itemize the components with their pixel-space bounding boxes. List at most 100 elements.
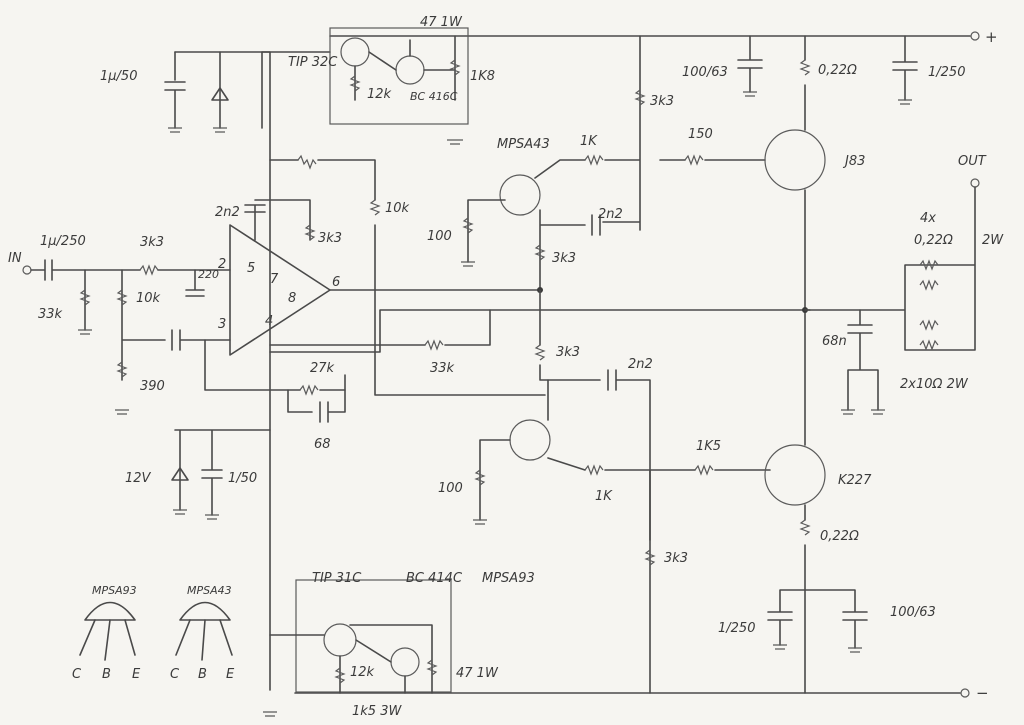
- r10k-input-label: 10k: [136, 291, 161, 306]
- positive-rail: [174, 35, 971, 53]
- negative-label: −: [976, 684, 989, 702]
- r022-bot-label: 0,22Ω: [820, 529, 859, 544]
- pin5-label: 5: [247, 261, 255, 276]
- output-terminal: [970, 178, 980, 188]
- k227-mosfet: [764, 444, 826, 506]
- cap-1-250-bot-label: 1/250: [718, 621, 755, 636]
- r390-label: 390: [140, 379, 165, 394]
- cap-220-label: 220: [198, 268, 219, 281]
- r150-label: 150: [688, 127, 713, 142]
- cap-1u50-label: 1μ/50: [100, 69, 137, 84]
- pinout-a93-c: C: [72, 667, 82, 682]
- bc414c-label: BC 414C: [406, 571, 463, 586]
- pinout-a43-c: C: [170, 667, 180, 682]
- resistor-27k: [299, 384, 319, 396]
- pinout-mpsa43-label: MPSA43: [187, 584, 232, 597]
- zener-12v-label: 12V: [125, 471, 152, 486]
- r27k-label: 27k: [310, 361, 335, 376]
- resistor-3k3-c: [534, 344, 546, 361]
- pinout-mpsa93: [84, 601, 136, 621]
- resistor-3k3-op: [304, 224, 316, 241]
- bottom-regulator-box: [295, 579, 452, 693]
- r3k3-op-label: 3k3: [318, 231, 342, 246]
- pin4-label: 4: [265, 314, 273, 329]
- trimmer-top: [297, 154, 317, 170]
- positive-label: +: [985, 28, 998, 46]
- j83-label: J83: [842, 154, 865, 169]
- r33k-fb-label: 33k: [430, 361, 455, 376]
- resistor-1k8: [449, 59, 461, 76]
- mpsa43-transistor: [499, 174, 541, 216]
- top-regulator-box: [329, 27, 469, 125]
- positive-terminal: [970, 31, 980, 41]
- resistor-022-parallel-1: [919, 259, 939, 271]
- resistor-10k-fb: [369, 199, 381, 216]
- r12k-top-label: 12k: [367, 87, 392, 102]
- r1k5-bot-label: 1k5 3W: [352, 704, 402, 719]
- resistor-022-parallel-2: [919, 279, 939, 291]
- r3k3-c-label: 3k3: [556, 345, 580, 360]
- op-amp: [229, 224, 331, 356]
- resistor-1k5: [694, 464, 714, 476]
- r4x-val-label: 0,22Ω: [914, 233, 953, 248]
- input-label: IN: [8, 251, 22, 266]
- cap-100-63-top-label: 100/63: [682, 65, 728, 80]
- pin2-label: 2: [218, 257, 226, 272]
- mpsa43-label: MPSA43: [497, 137, 550, 152]
- r1k8-label: 1K8: [470, 69, 495, 84]
- bc414c-transistor: [390, 647, 420, 677]
- r47-bot-label: 47 1W: [456, 666, 499, 681]
- resistor-47-bot: [426, 659, 438, 676]
- resistor-150: [684, 154, 704, 166]
- r3k3-b-label: 3k3: [552, 251, 576, 266]
- r47-top-label: 47 1W: [420, 15, 463, 30]
- r1k-top-label: 1K: [580, 134, 598, 149]
- resistor-10k-input: [116, 289, 128, 306]
- out-label: OUT: [958, 154, 987, 169]
- resistor-3k3-b: [534, 244, 546, 261]
- pin3-label: 3: [218, 317, 226, 332]
- tip32c-label: TIP 32C: [288, 55, 338, 70]
- zener-top: [211, 87, 229, 101]
- r3k3-a-label: 3k3: [650, 94, 674, 109]
- resistor-33k-fb: [424, 339, 444, 351]
- cap-1-250-top-label: 1/250: [928, 65, 965, 80]
- r1k5-label: 1K5: [696, 439, 721, 454]
- cap-2n2-top-label: 2n2: [598, 207, 623, 222]
- pin7-label: 7: [270, 272, 279, 287]
- bc416c-transistor: [395, 55, 425, 85]
- r2x10-label: 2x10Ω 2W: [900, 377, 969, 392]
- cap-2n2-op-label: 2n2: [215, 205, 240, 220]
- r100-top-label: 100: [427, 229, 452, 244]
- tip31c-label: TIP 31C: [312, 571, 362, 586]
- cap-2n2-mid-label: 2n2: [628, 357, 653, 372]
- pinout-mpsa93-label: MPSA93: [92, 584, 137, 597]
- resistor-100-top: [462, 217, 474, 234]
- resistor-1k-bot: [584, 464, 604, 476]
- resistor-022-parallel-4: [919, 339, 939, 351]
- cap-input-label: 1μ/250: [40, 234, 86, 249]
- resistor-3k3-a: [634, 89, 646, 106]
- resistor-100-bot: [474, 469, 486, 486]
- r3k3-d-label: 3k3: [664, 551, 688, 566]
- cap-100-63-bot-label: 100/63: [890, 605, 936, 620]
- pinout-a93-e: E: [132, 667, 141, 682]
- resistor-12k-top: [349, 75, 361, 92]
- pin8-label: 8: [288, 291, 296, 306]
- k227-label: K227: [838, 473, 872, 488]
- mpsa93-label: MPSA93: [482, 571, 535, 586]
- mpsa93-transistor: [509, 419, 551, 461]
- pinout-a43-b: B: [198, 667, 207, 682]
- tip32c-transistor: [340, 37, 370, 67]
- pin6-label: 6: [332, 275, 340, 290]
- pinout-a43-e: E: [226, 667, 235, 682]
- input-terminal: [22, 265, 32, 275]
- r022-top-label: 0,22Ω: [818, 63, 857, 78]
- pinout-a93-b: B: [102, 667, 111, 682]
- tip31c-transistor: [323, 623, 357, 657]
- resistor-390: [116, 361, 128, 378]
- r4x-w-label: 2W: [982, 233, 1004, 248]
- resistor-022-parallel-3: [919, 319, 939, 331]
